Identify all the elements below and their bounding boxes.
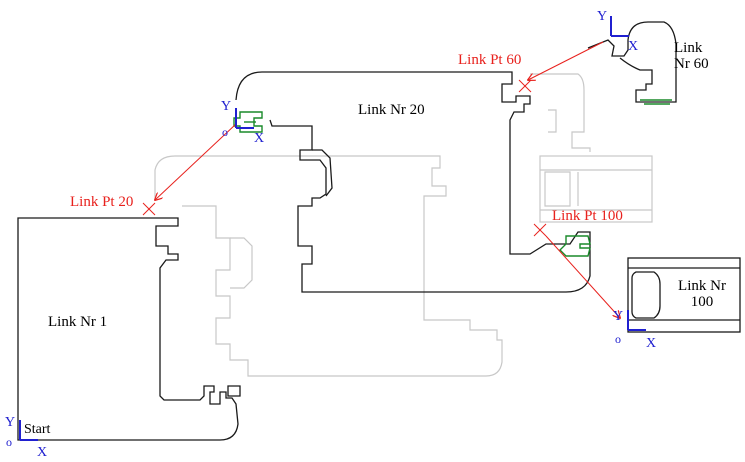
ghost-profile-left bbox=[154, 155, 503, 377]
link-point-60-label: Link Pt 60 bbox=[458, 52, 521, 68]
link1-profile bbox=[17, 217, 239, 441]
start-label: Start bbox=[24, 422, 51, 437]
axis-x-label: X bbox=[254, 131, 264, 146]
axis-y-label: Y bbox=[613, 309, 623, 324]
axes-link60: Y X bbox=[597, 9, 638, 54]
connector-clip-100 bbox=[559, 235, 591, 257]
link1-label: Link Nr 1 bbox=[48, 314, 107, 330]
ghost-profile-right bbox=[530, 73, 653, 223]
axis-x-label: X bbox=[37, 445, 47, 460]
axis-origin-label: o bbox=[222, 125, 228, 139]
axis-origin-label: o bbox=[615, 332, 621, 346]
link20-profile bbox=[235, 71, 591, 293]
axis-origin-label: o bbox=[6, 435, 12, 449]
link20-slot bbox=[312, 149, 333, 197]
link60-label-line1: Link bbox=[674, 40, 703, 56]
axes-link100: Y X o bbox=[613, 309, 656, 351]
link-point-100-label: Link Pt 100 bbox=[552, 208, 623, 224]
link-line-100 bbox=[545, 235, 620, 318]
axis-y-label: Y bbox=[5, 415, 15, 430]
link20-label: Link Nr 20 bbox=[358, 102, 425, 118]
link100-profile bbox=[627, 257, 741, 333]
link-point-60-marker bbox=[518, 79, 532, 93]
link-line-20 bbox=[155, 123, 237, 200]
axis-y-label: Y bbox=[221, 99, 231, 114]
link1-notch bbox=[227, 385, 241, 397]
link-point-20-label: Link Pt 20 bbox=[70, 194, 133, 210]
axis-y-label: Y bbox=[597, 9, 607, 24]
link100-label-line1: Link Nr bbox=[678, 278, 726, 294]
link60-label-line2: Nr 60 bbox=[674, 56, 709, 72]
connector-clip-20 bbox=[233, 111, 263, 133]
link100-label-line2: 100 bbox=[691, 294, 714, 310]
link-point-100-marker bbox=[533, 223, 547, 237]
axes-link20: Y X o bbox=[221, 99, 264, 146]
link-line-60 bbox=[528, 41, 604, 80]
axis-x-label: X bbox=[628, 39, 638, 54]
link60-connector bbox=[640, 99, 672, 105]
axis-x-label: X bbox=[646, 336, 656, 351]
link-point-20-marker bbox=[142, 202, 156, 216]
link60-profile bbox=[587, 21, 677, 103]
axes-start: Y X o bbox=[5, 415, 47, 460]
